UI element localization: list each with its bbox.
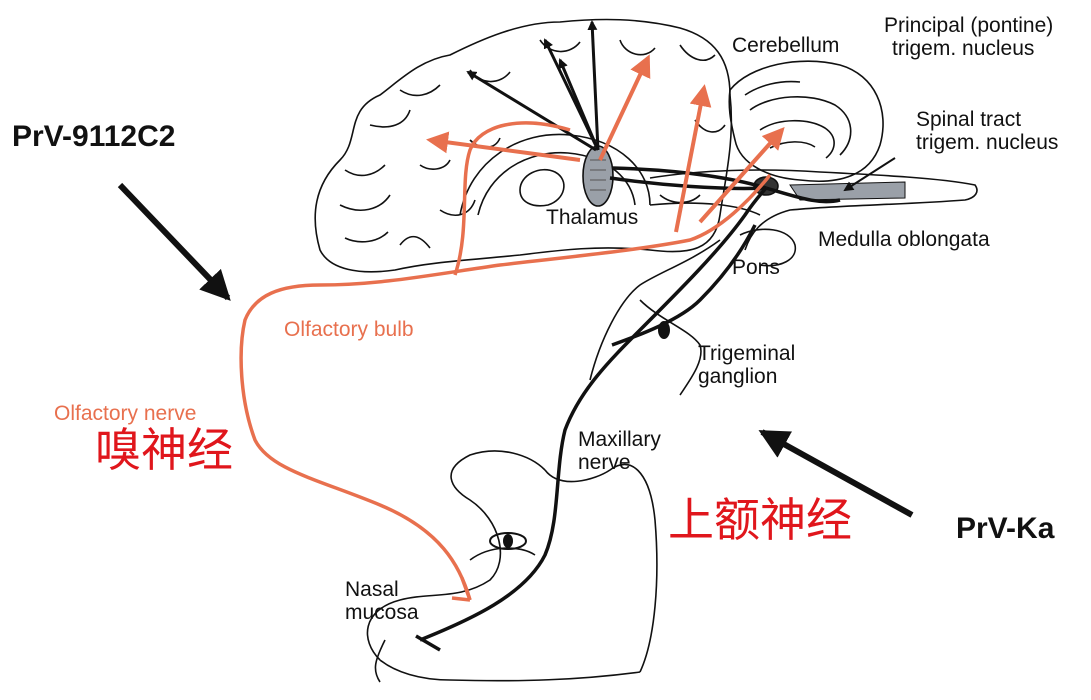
pons-label: Pons (732, 256, 780, 279)
olfactory-nerve-label: Olfactory nerve (54, 402, 196, 425)
strain-left-label: PrV-9112C2 (12, 120, 175, 153)
ganglion-dot (658, 321, 670, 339)
maxillary-nerve-cn-label: 上额神经 (668, 495, 852, 546)
olfactory-nerve-cn-label: 嗅神经 (95, 425, 233, 476)
maxillary-nerve-label: Maxillary nerve (578, 428, 661, 474)
spinal-nucleus-label: Spinal tract trigem. nucleus (916, 108, 1058, 154)
trigeminal-ganglion-label: Trigeminal ganglion (698, 342, 795, 388)
strain-right-label: PrV-Ka (956, 512, 1054, 545)
olfactory-bulb-label: Olfactory bulb (284, 318, 414, 341)
thalamus-label: Thalamus (546, 206, 638, 229)
principal-nucleus-label: Principal (pontine) trigem. nucleus (884, 14, 1053, 60)
cerebellum-label: Cerebellum (732, 34, 839, 57)
nasal-eye-mark (490, 533, 526, 549)
head-outline (367, 240, 720, 682)
thalamus-drawing (583, 146, 613, 206)
nasal-mucosa-label: Nasal mucosa (345, 578, 419, 624)
brainstem-drawing (650, 170, 977, 266)
medulla-label: Medulla oblongata (818, 228, 990, 251)
cerebrum-outline (315, 20, 731, 272)
trigeminal-pathway (416, 168, 840, 650)
